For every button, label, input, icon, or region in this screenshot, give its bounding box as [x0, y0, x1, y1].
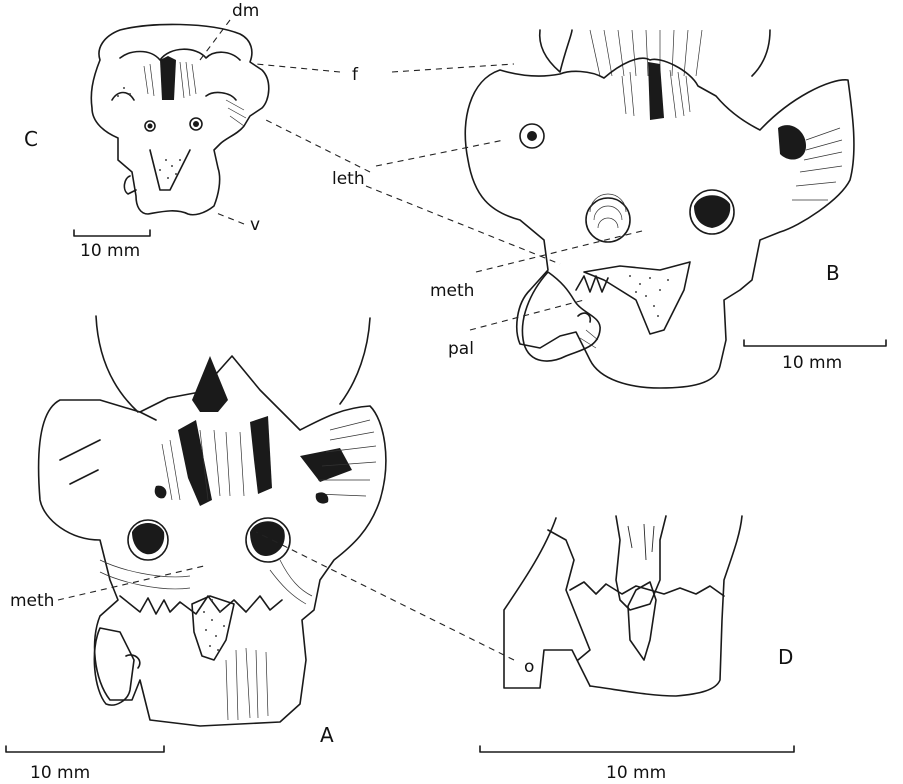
scale-bar-c: 10 mm [74, 230, 150, 261]
panel-label-c: C [24, 127, 38, 151]
specimen-c-drawing [91, 24, 268, 214]
panel-label-b: B [826, 261, 840, 285]
panel-label-a: A [320, 723, 334, 747]
label-v: v [250, 215, 260, 235]
scale-bar-d: 10 mm [480, 746, 794, 783]
scale-bar-b: 10 mm [744, 340, 886, 373]
specimen-b-drawing [465, 30, 854, 388]
scale-label-a: 10 mm [30, 763, 90, 783]
label-meth-b: meth [430, 281, 474, 301]
label-leth: leth [332, 169, 365, 189]
specimen-d-drawing [504, 516, 742, 696]
leader-lines [58, 20, 646, 660]
label-dm: dm [232, 1, 259, 21]
panel-label-d: D [778, 645, 793, 669]
annotation-labels: dm f leth v meth pal meth o [10, 1, 534, 677]
label-pal: pal [448, 339, 474, 359]
label-meth-a: meth [10, 591, 54, 611]
scale-label-b: 10 mm [782, 353, 842, 373]
scale-label-d: 10 mm [606, 763, 666, 783]
label-o: o [524, 657, 534, 677]
scale-label-c: 10 mm [80, 241, 140, 261]
scale-bar-a: 10 mm [6, 746, 164, 783]
label-f: f [352, 65, 359, 85]
specimen-a-drawing [39, 316, 386, 726]
